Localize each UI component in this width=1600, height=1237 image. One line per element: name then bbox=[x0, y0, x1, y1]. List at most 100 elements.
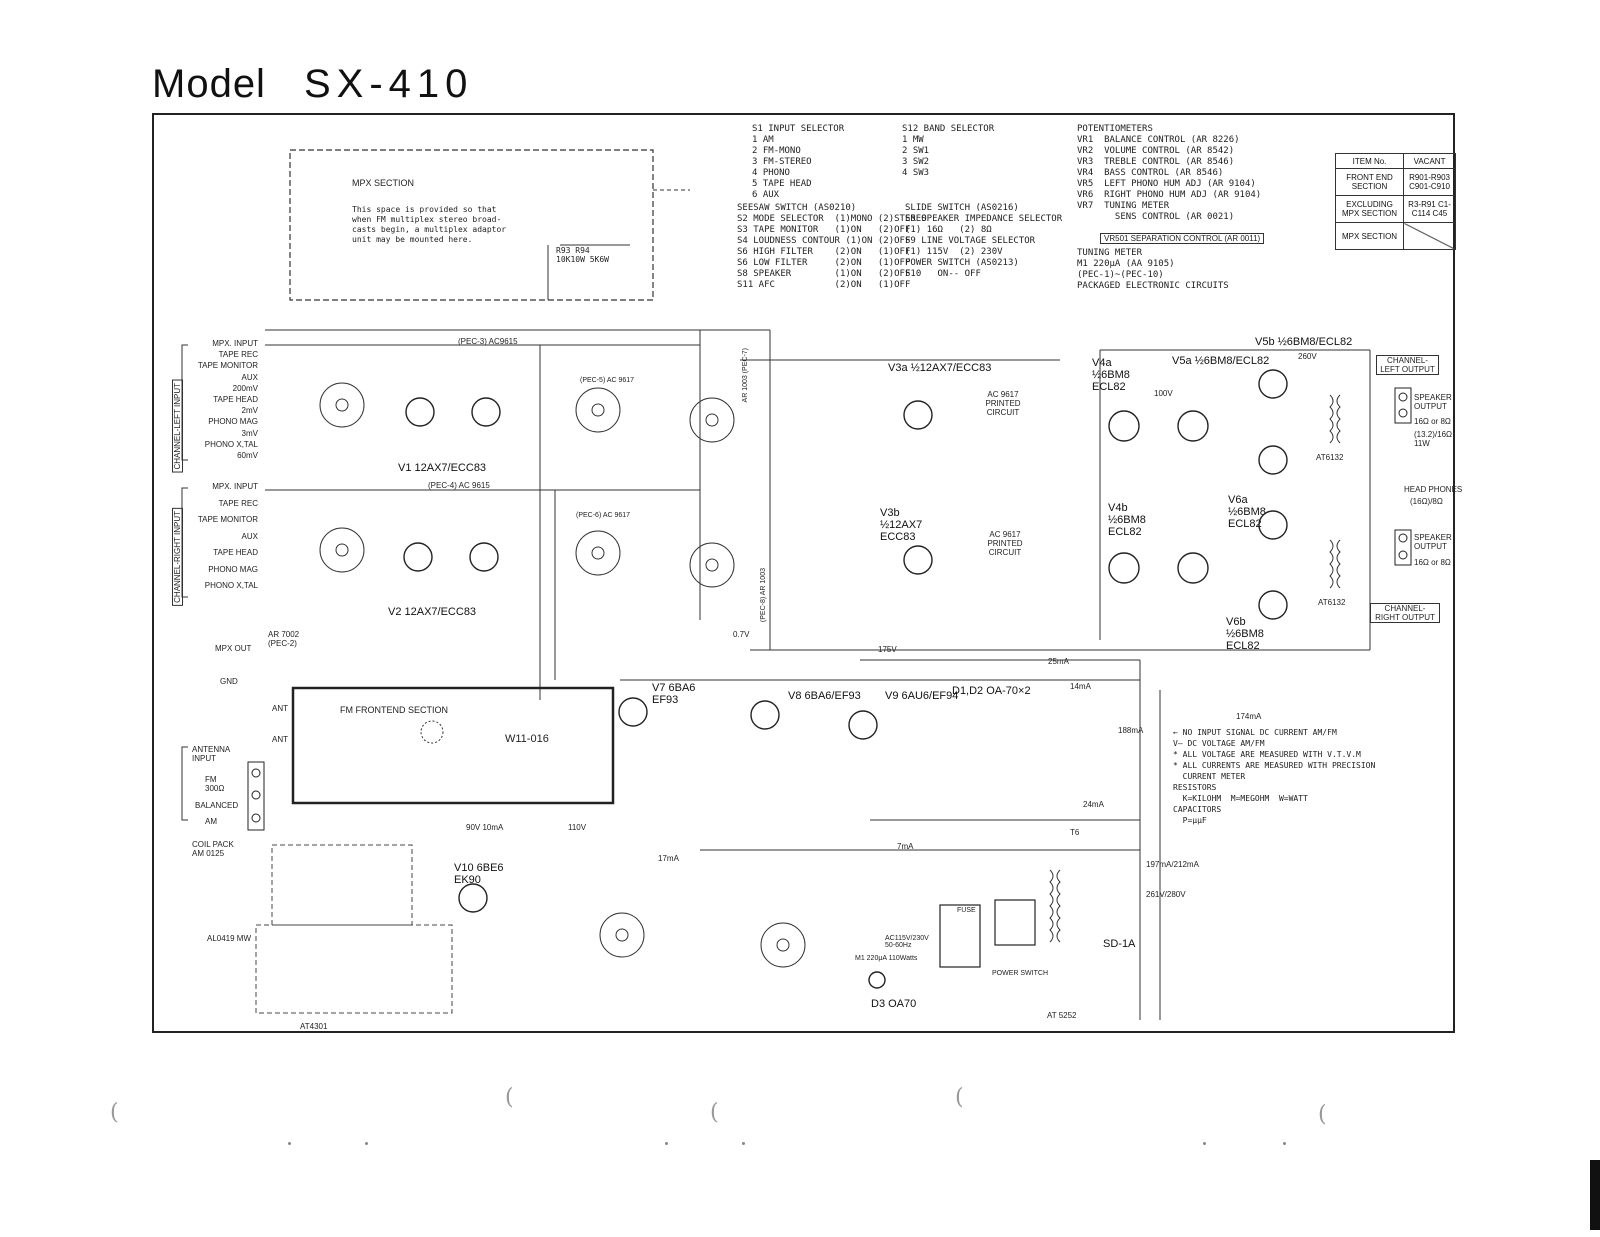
seesaw-legend-line: SEESAW SWITCH (AS0210) bbox=[737, 203, 857, 213]
tube-v3b: V3b ½12AX7 ECC83 bbox=[880, 507, 923, 543]
speaker-output-right: SPEAKER OUTPUT bbox=[1414, 533, 1452, 551]
voltage-261v: 261V/280V bbox=[1146, 890, 1186, 899]
note-line: * ALL VOLTAGE ARE MEASURED WITH V.T.V.M bbox=[1173, 750, 1361, 759]
tube-v5b: V5b ½6BM8/ECL82 bbox=[1255, 336, 1353, 348]
slide-legend-line: S5 SPEAKER IMPEDANCE SELECTOR bbox=[905, 214, 1063, 224]
speaker-impedance-left: 16Ω or 8Ω bbox=[1414, 417, 1451, 426]
tube-v6a: V6a ½6BM8 ECL82 bbox=[1228, 494, 1266, 530]
potentiometer-line: VR6 RIGHT PHONO HUM ADJ (AR 9104) bbox=[1077, 190, 1262, 200]
s12-legend-line: 3 SW2 bbox=[902, 157, 930, 167]
left-input-label: 3mV bbox=[241, 428, 258, 438]
ant-label-1: ANT bbox=[272, 704, 288, 713]
pec6-label: (PEC-6) AC 9617 bbox=[576, 512, 631, 519]
separation-control: VR501 SEPARATION CONTROL (AR 0011) bbox=[1100, 233, 1265, 244]
measurement-notes: ← NO INPUT SIGNAL DC CURRENT AM/FM V— DC … bbox=[1173, 727, 1375, 826]
schematic-frame bbox=[152, 113, 1455, 1033]
gnd-label: GND bbox=[220, 677, 238, 686]
left-input-label: TAPE MONITOR bbox=[197, 361, 258, 371]
title-model-number: SX-410 bbox=[303, 62, 474, 106]
mpx-resistors: R93 R94 10K10W 5K6W bbox=[556, 246, 609, 264]
al0419-label: AL0419 MW bbox=[207, 934, 252, 943]
s12-legend-line: 1 MW bbox=[902, 135, 924, 145]
voltage-260v: 260V bbox=[1298, 352, 1317, 361]
s1-legend-line: 6 AUX bbox=[752, 190, 780, 200]
potentiometer-line: VR1 BALANCE CONTROL (AR 8226) bbox=[1077, 135, 1240, 145]
dot-mark bbox=[288, 1142, 291, 1145]
seesaw-legend-line: S11 AFC (2)ON (1)OFF bbox=[737, 280, 911, 290]
potentiometer-line: POTENTIOMETERS bbox=[1077, 124, 1153, 134]
tube-v8: V8 6BA6/EF93 bbox=[788, 690, 861, 702]
meter-legend-line: (PEC-1)~(PEC-10) bbox=[1077, 270, 1164, 280]
head-phones-impedance: (16Ω)/8Ω bbox=[1410, 497, 1443, 506]
note-line: CURRENT METER bbox=[1173, 772, 1246, 781]
seesaw-legend: SEESAW SWITCH (AS0210)S2 MODE SELECTOR (… bbox=[737, 203, 927, 291]
title-model-word: Model bbox=[152, 62, 266, 106]
s12-legend-line: 2 SW1 bbox=[902, 146, 930, 156]
current-7ma: 7mA bbox=[897, 842, 914, 851]
left-input-label: MPX. INPUT bbox=[212, 339, 258, 348]
note-line: K=KILOHM M=MEGOHM W=WATT bbox=[1173, 794, 1308, 803]
s1-legend-line: 3 FM-STEREO bbox=[752, 157, 812, 167]
speaker-output-left: SPEAKER OUTPUT bbox=[1414, 393, 1452, 411]
dot-mark bbox=[742, 1142, 745, 1145]
potentiometer-line: VR4 BASS CONTROL (AR 8546) bbox=[1077, 168, 1224, 178]
seesaw-legend-line: S4 LOUDNESS CONTOUR (1)ON (2)OFF bbox=[737, 236, 911, 246]
page-title: Model SX-410 bbox=[152, 62, 473, 107]
at5252-label: AT 5252 bbox=[1047, 1011, 1077, 1020]
dot-mark bbox=[665, 1142, 668, 1145]
s1-legend-line: S1 INPUT SELECTOR bbox=[752, 124, 845, 134]
current-14ma: 14mA bbox=[1070, 682, 1091, 691]
left-input-label: PHONO X,TAL bbox=[204, 439, 258, 449]
voltage-100v: 100V bbox=[1154, 389, 1173, 398]
mpx-section-note: This space is provided so that when FM m… bbox=[352, 205, 507, 244]
power-transformer-label: T6 bbox=[1070, 828, 1080, 837]
pec5-label: (PEC-5) AC 9617 bbox=[580, 377, 635, 384]
s1-legend-line: 4 PHONO bbox=[752, 168, 790, 178]
punch-mark: ( bbox=[710, 1100, 719, 1125]
mpx-out-label: MPX OUT bbox=[215, 644, 252, 653]
output-transformer-right: AT6132 bbox=[1318, 598, 1346, 607]
current-174ma: 174mA bbox=[1236, 712, 1262, 721]
channel-left-output: CHANNEL-LEFT OUTPUT bbox=[1376, 355, 1439, 375]
punch-mark: ( bbox=[955, 1085, 964, 1110]
speaker-impedance-right: 16Ω or 8Ω bbox=[1414, 558, 1451, 567]
s1-legend-line: 1 AM bbox=[752, 135, 774, 145]
right-input-label: TAPE MONITOR bbox=[197, 515, 258, 524]
vacant-items-table: ITEM No. VACANT FRONT END SECTION R901-R… bbox=[1334, 153, 1456, 250]
current-197ma: 197mA/212mA bbox=[1146, 860, 1199, 869]
left-input-label: AUX bbox=[241, 372, 258, 382]
tube-v5a: V5a ½6BM8/ECL82 bbox=[1172, 355, 1270, 367]
right-input-label: PHONO X,TAL bbox=[204, 581, 258, 590]
s12-legend-line: 4 SW3 bbox=[902, 168, 930, 178]
speaker-watt: (13.2)/16Ω 11W bbox=[1414, 430, 1452, 448]
current-25ma: 25mA bbox=[1048, 657, 1069, 666]
page-edge bbox=[1590, 1160, 1600, 1230]
potentiometer-line: VR5 LEFT PHONO HUM ADJ (AR 9104) bbox=[1077, 179, 1256, 189]
tube-v7: V7 6BA6 EF93 bbox=[652, 682, 696, 706]
printed-circuit-upper: AC 9617 PRINTED CIRCUIT bbox=[985, 390, 1021, 417]
tube-v3a: V3a ½12AX7/ECC83 bbox=[888, 362, 992, 374]
slide-legend-line: SLIDE SWITCH (AS0216) bbox=[905, 203, 1019, 213]
seesaw-legend-line: S8 SPEAKER (1)ON (2)OFF bbox=[737, 269, 911, 279]
coil-pack-label: COIL PACK AM 0125 bbox=[192, 840, 234, 858]
s1-legend-line: 2 FM-MONO bbox=[752, 146, 801, 156]
meter-legend-line: TUNING METER bbox=[1077, 248, 1143, 258]
right-input-label: PHONO MAG bbox=[208, 564, 258, 574]
note-line: ← NO INPUT SIGNAL DC CURRENT AM/FM bbox=[1173, 728, 1337, 737]
note-line: V— DC VOLTAGE AM/FM bbox=[1173, 739, 1265, 748]
seesaw-legend-line: S6 HIGH FILTER (2)ON (1)OFF bbox=[737, 247, 911, 257]
slide-legend-line: (1) 115V (2) 230V bbox=[905, 247, 1003, 257]
note-line: P=μμF bbox=[1173, 816, 1207, 825]
meter-legend-line: PACKAGED ELECTRONIC CIRCUITS bbox=[1077, 281, 1229, 291]
left-input-label: TAPE HEAD bbox=[213, 395, 258, 404]
slide-legend-line: S9 LINE VOLTAGE SELECTOR bbox=[905, 236, 1036, 246]
tube-v1: V1 12AX7/ECC83 bbox=[398, 462, 487, 474]
left-input-label: TAPE REC bbox=[218, 350, 258, 360]
seesaw-legend-line: S2 MODE SELECTOR (1)MONO (2)STEREO bbox=[737, 214, 927, 224]
tube-v9: V9 6AU6/EF94 bbox=[885, 690, 959, 702]
right-input-label: TAPE HEAD bbox=[213, 548, 258, 557]
fm-frontend-model: W11-016 bbox=[505, 733, 549, 745]
slide-legend-line: POWER SWITCH (AS0213) bbox=[905, 258, 1019, 268]
note-line: CAPACITORS bbox=[1173, 805, 1222, 814]
